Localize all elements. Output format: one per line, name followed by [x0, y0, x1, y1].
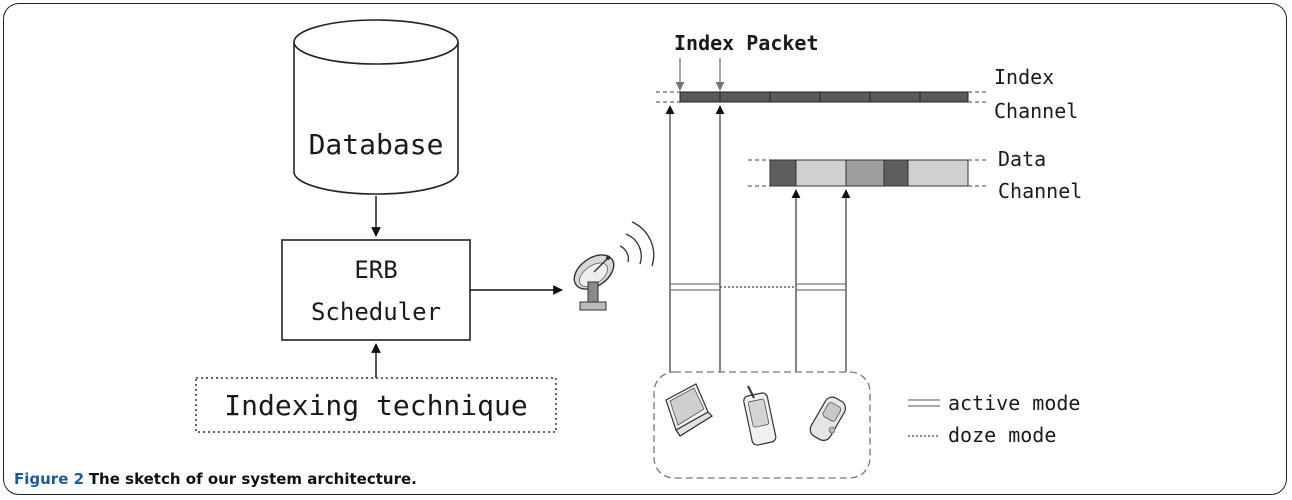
caption-label: Figure 2 [14, 470, 85, 488]
devices-group-box [653, 371, 871, 479]
data-channel-bar [748, 159, 988, 187]
caption-text: The sketch of our system architecture. [88, 470, 417, 488]
legend: active mode doze mode [908, 391, 1080, 447]
legend-active-swatch [908, 399, 940, 407]
figure-caption: Figure 2 The sketch of our system archit… [14, 470, 417, 488]
legend-active-label: active mode [948, 391, 1080, 415]
database-cylinder: Database [293, 19, 459, 195]
database-label: Database [309, 128, 444, 161]
laptop-icon [665, 383, 713, 437]
indexing-technique-box: Indexing technique [195, 377, 557, 433]
scheduler-label-line2: Scheduler [311, 298, 441, 326]
data-channel-label-line1: Data [998, 147, 1046, 171]
indexing-label: Indexing technique [224, 389, 527, 422]
active-mode-segment [670, 283, 720, 291]
active-mode-segment [796, 283, 846, 291]
architecture-diagram: Database ERB Scheduler Indexing techniqu… [195, 19, 1082, 479]
pda-icon [743, 385, 777, 446]
legend-doze-label: doze mode [948, 423, 1056, 447]
index-channel-label-line1: Index [994, 65, 1054, 89]
data-channel-label-line2: Channel [998, 179, 1082, 203]
figure-frame: Database ERB Scheduler Indexing techniqu… [3, 3, 1287, 495]
satellite-dish-icon [573, 221, 655, 311]
index-packet-label: Index Packet [674, 31, 819, 55]
erb-scheduler-box: ERB Scheduler [281, 239, 471, 341]
mobile-phone-icon [809, 396, 847, 441]
index-channel-bar [656, 91, 988, 103]
index-channel-label-line2: Channel [994, 99, 1078, 123]
scheduler-label-line1: ERB [354, 256, 397, 284]
